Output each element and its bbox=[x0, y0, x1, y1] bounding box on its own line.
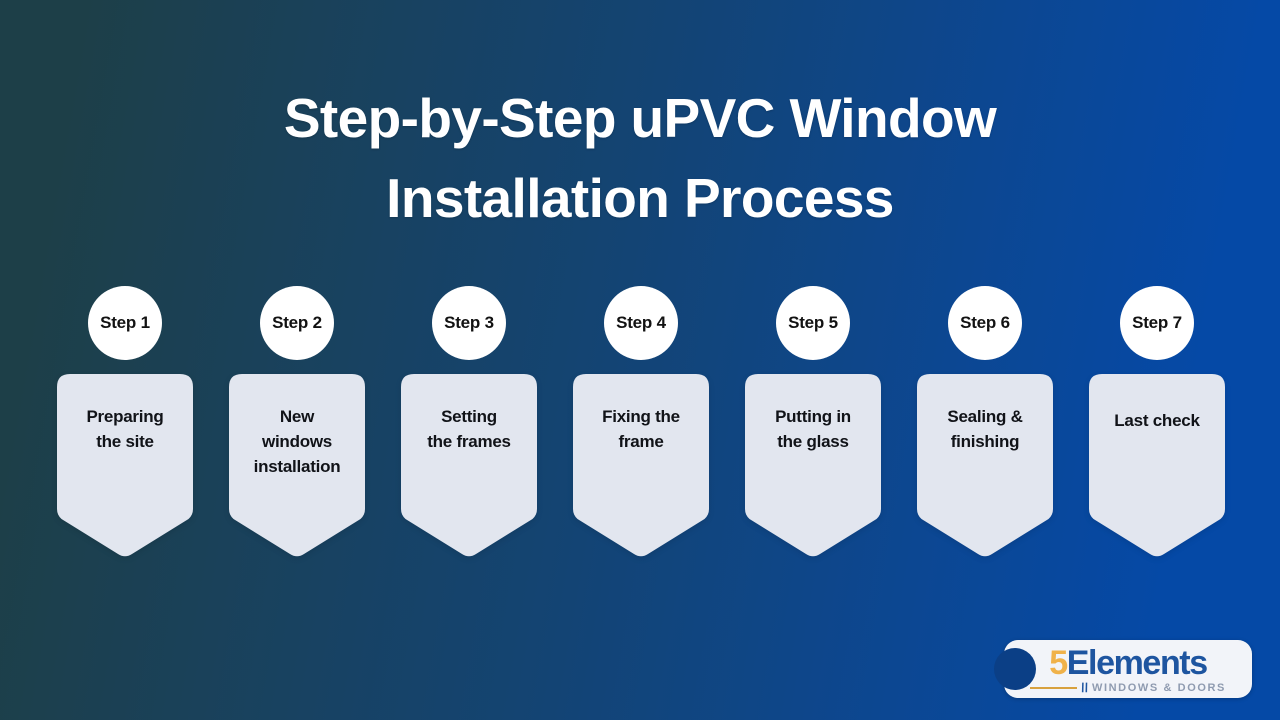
logo-slash-icon: \\ bbox=[1079, 680, 1090, 695]
step-card-label: Sealing &finishing bbox=[947, 407, 1023, 451]
logo-prefix: 5 bbox=[1049, 644, 1068, 682]
logo-wordmark: 5Elements bbox=[1049, 644, 1208, 682]
logo-inner: 5Elements \\ WINDOWS & DOORS bbox=[1004, 640, 1252, 698]
step-card-ribbon-shape bbox=[229, 374, 365, 557]
title-line-2: Installation Process bbox=[386, 167, 894, 229]
logo-rule-divider bbox=[1030, 686, 1077, 689]
page-title: Step-by-Step uPVC Window Installation Pr… bbox=[0, 78, 1280, 238]
step-card-ribbon-shape bbox=[917, 374, 1053, 557]
brand-logo[interactable]: 5Elements \\ WINDOWS & DOORS bbox=[994, 640, 1252, 698]
step-card-label: Last check bbox=[1114, 411, 1200, 430]
logo-tagline: WINDOWS & DOORS bbox=[1092, 681, 1226, 694]
title-line-1: Step-by-Step uPVC Window bbox=[283, 87, 997, 149]
step-badge-label: Step 2 bbox=[272, 313, 322, 332]
step-badge-label: Step 1 bbox=[100, 313, 150, 332]
logo-name: Elements bbox=[1066, 644, 1208, 682]
step-badge-4[interactable]: Step 4 bbox=[604, 286, 678, 360]
step-badge-label: Step 7 bbox=[1132, 313, 1182, 332]
step-badge-2[interactable]: Step 2 bbox=[260, 286, 334, 360]
step-badge-label: Step 5 bbox=[788, 313, 838, 332]
step-badge-label: Step 6 bbox=[960, 313, 1010, 332]
step-badge-label: Step 4 bbox=[616, 313, 666, 332]
step-badge-6[interactable]: Step 6 bbox=[948, 286, 1022, 360]
step-badge-label: Step 3 bbox=[444, 313, 494, 332]
step-badge-3[interactable]: Step 3 bbox=[432, 286, 506, 360]
step-badge-1[interactable]: Step 1 bbox=[88, 286, 162, 360]
logo-tagline-row: \\ WINDOWS & DOORS bbox=[1030, 680, 1226, 695]
step-card-7[interactable]: Last check bbox=[1089, 374, 1225, 558]
step-badge-5[interactable]: Step 5 bbox=[776, 286, 850, 360]
step-card-6[interactable]: Sealing &finishing bbox=[917, 374, 1053, 558]
step-badge-7[interactable]: Step 7 bbox=[1120, 286, 1194, 360]
step-card-ribbon-shape bbox=[1089, 374, 1225, 557]
step-card-ribbon-shape bbox=[401, 374, 537, 557]
logo-plate-notch bbox=[994, 648, 1036, 690]
step-card-ribbon-shape bbox=[573, 374, 709, 557]
step-card-ribbon-shape bbox=[745, 374, 881, 557]
step-column-6[interactable]: Step 6 Sealing &finishing bbox=[917, 286, 1053, 558]
step-card-ribbon-shape bbox=[57, 374, 193, 557]
step-column-7[interactable]: Step 7 Last check bbox=[1089, 286, 1225, 558]
